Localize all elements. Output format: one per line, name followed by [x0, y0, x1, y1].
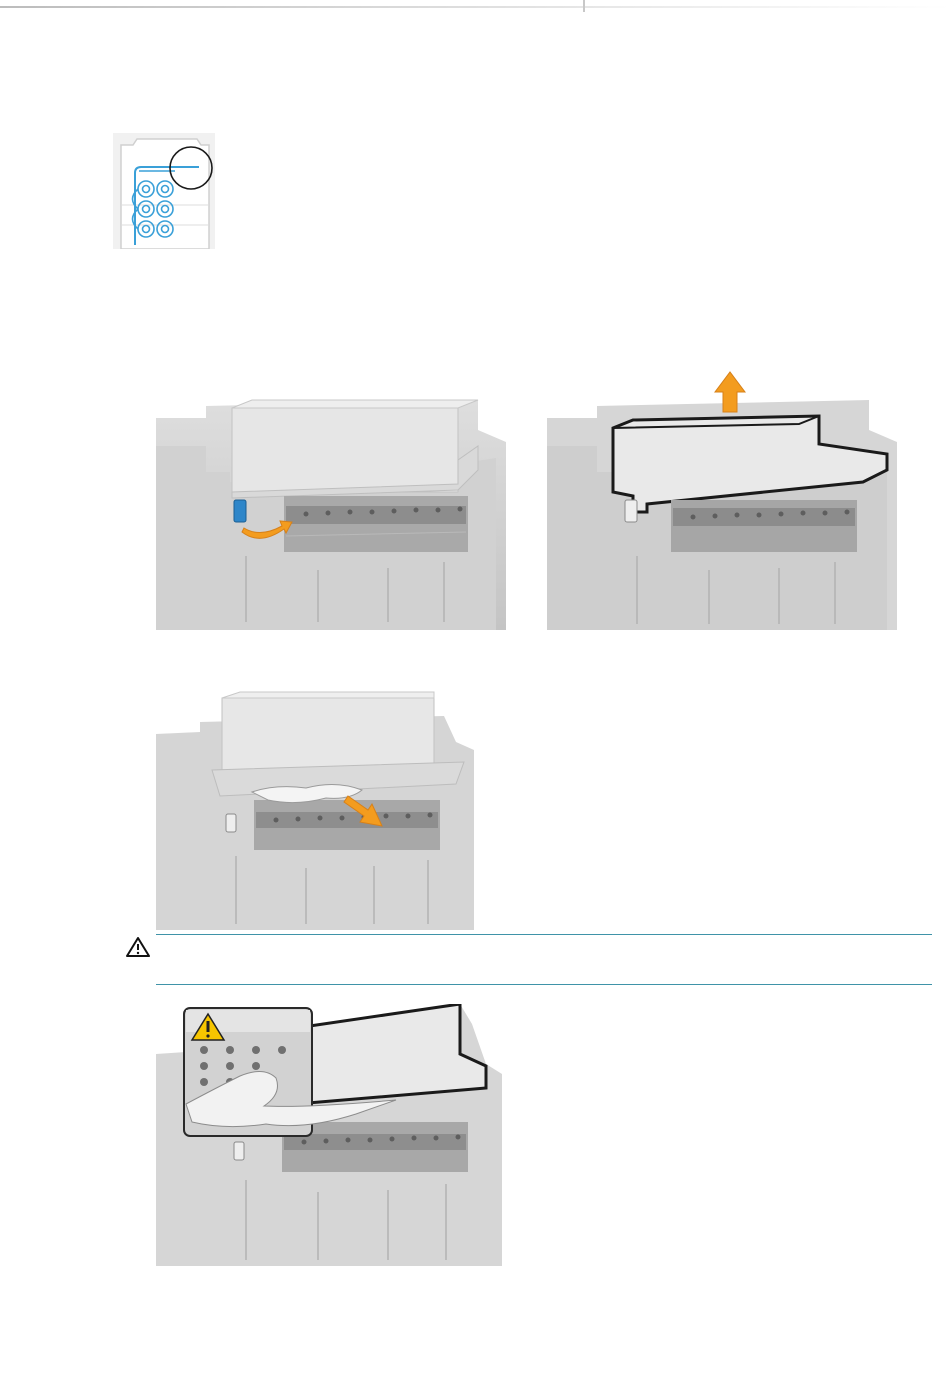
header-rule — [0, 6, 950, 8]
printer-top-latch-illustration — [156, 386, 506, 630]
header-rule-mark — [583, 0, 585, 12]
printer-caution-illustration — [156, 1004, 502, 1266]
printer-roll-locator-icon — [113, 133, 215, 249]
locator-figure — [113, 133, 215, 249]
step-3-figure — [156, 688, 474, 930]
warning-triangle-icon — [124, 934, 152, 960]
warning-top-rule — [156, 934, 932, 935]
printer-remove-paper-illustration — [156, 688, 474, 930]
step-2-figure — [547, 366, 897, 630]
step-1-figure — [156, 386, 506, 630]
warning-bottom-rule — [156, 984, 932, 985]
step-4-figure — [156, 1004, 502, 1266]
printer-lift-cover-illustration — [547, 366, 897, 630]
